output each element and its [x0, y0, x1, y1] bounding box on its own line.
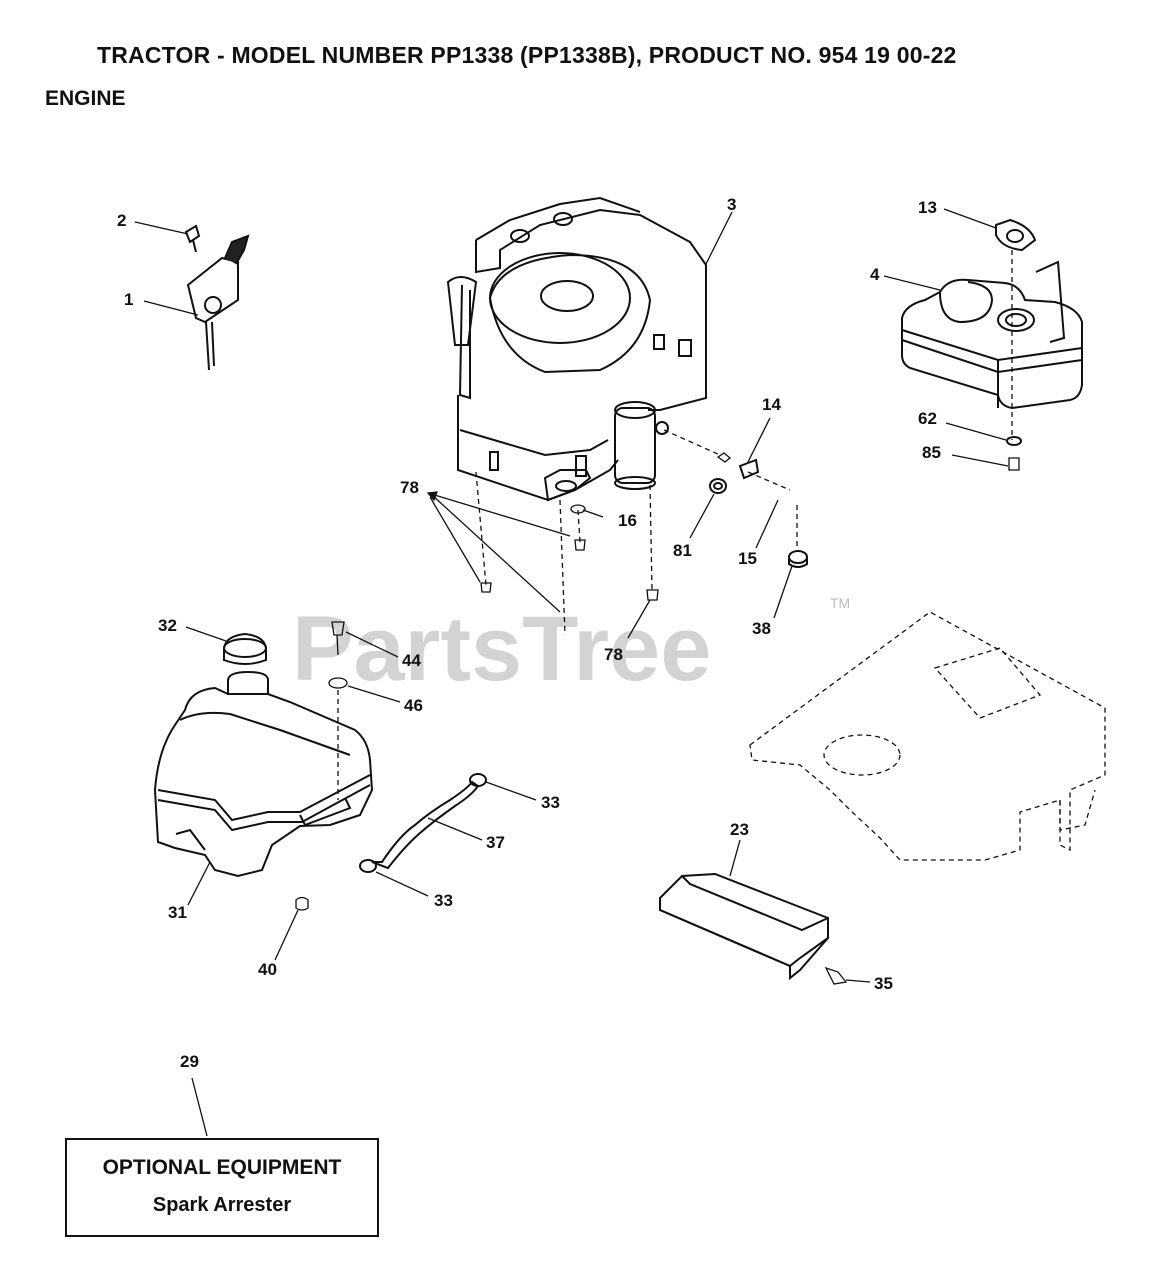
callout-4: 4 — [870, 265, 880, 284]
callout-44: 44 — [402, 651, 421, 670]
callout-16: 16 — [618, 511, 637, 530]
callout-29: 29 — [180, 1052, 199, 1071]
leader-lines-14-81-15 — [689, 417, 793, 619]
leader-lines-78 — [426, 491, 651, 639]
callout-15: 15 — [738, 549, 757, 568]
callout-85: 85 — [922, 443, 941, 462]
optional-equipment-box: OPTIONAL EQUIPMENT Spark Arrester — [65, 1138, 379, 1237]
optional-equipment-item: Spark Arrester — [152, 1194, 292, 1216]
callout-33b: 33 — [434, 891, 453, 910]
callout-1: 1 — [124, 290, 133, 309]
callout-62: 62 — [918, 409, 937, 428]
callout-38: 38 — [752, 619, 771, 638]
callout-78b: 78 — [604, 645, 623, 664]
fuel-tank-part[interactable] — [153, 621, 374, 911]
engine-part[interactable] — [446, 196, 707, 502]
section-title: ENGINE — [45, 87, 126, 110]
leader-line — [134, 221, 189, 235]
fuel-line-part[interactable] — [359, 773, 487, 873]
throttle-control-part[interactable] — [184, 224, 250, 371]
leader-lines-tank — [185, 626, 401, 961]
callout-81: 81 — [673, 541, 692, 560]
callout-2: 2 — [117, 211, 126, 230]
page-title: TRACTOR - MODEL NUMBER PP1338 (PP1338B),… — [97, 42, 957, 68]
engine-mount-guides — [475, 429, 798, 636]
callout-31: 31 — [168, 903, 187, 922]
leader-lines-muffler — [883, 208, 1009, 467]
callout-78a: 78 — [400, 478, 419, 497]
callout-13: 13 — [918, 198, 937, 217]
watermark-tm: TM — [830, 595, 850, 611]
callout-40: 40 — [258, 960, 277, 979]
callout-23: 23 — [730, 820, 749, 839]
chassis-frame — [749, 611, 1106, 861]
callout-33a: 33 — [541, 793, 560, 812]
leader-line-29 — [191, 1077, 208, 1137]
mounting-bolts-part[interactable] — [480, 504, 659, 601]
callout-37: 37 — [486, 833, 505, 852]
muffler-part[interactable] — [901, 218, 1083, 471]
leader-line — [143, 300, 199, 316]
heat-shield-part[interactable] — [659, 872, 848, 985]
callout-32: 32 — [158, 616, 177, 635]
watermark: PartsTree — [292, 598, 711, 700]
muffler-bracket-part[interactable] — [709, 452, 808, 568]
leader-line — [705, 211, 733, 265]
callout-35: 35 — [874, 974, 893, 993]
leader-lines-shield — [729, 839, 871, 983]
callout-3: 3 — [727, 195, 736, 214]
callout-46: 46 — [404, 696, 423, 715]
leader-lines-fuel-line — [375, 781, 537, 897]
optional-equipment-title: OPTIONAL EQUIPMENT — [102, 1156, 342, 1179]
callout-14: 14 — [762, 395, 781, 414]
